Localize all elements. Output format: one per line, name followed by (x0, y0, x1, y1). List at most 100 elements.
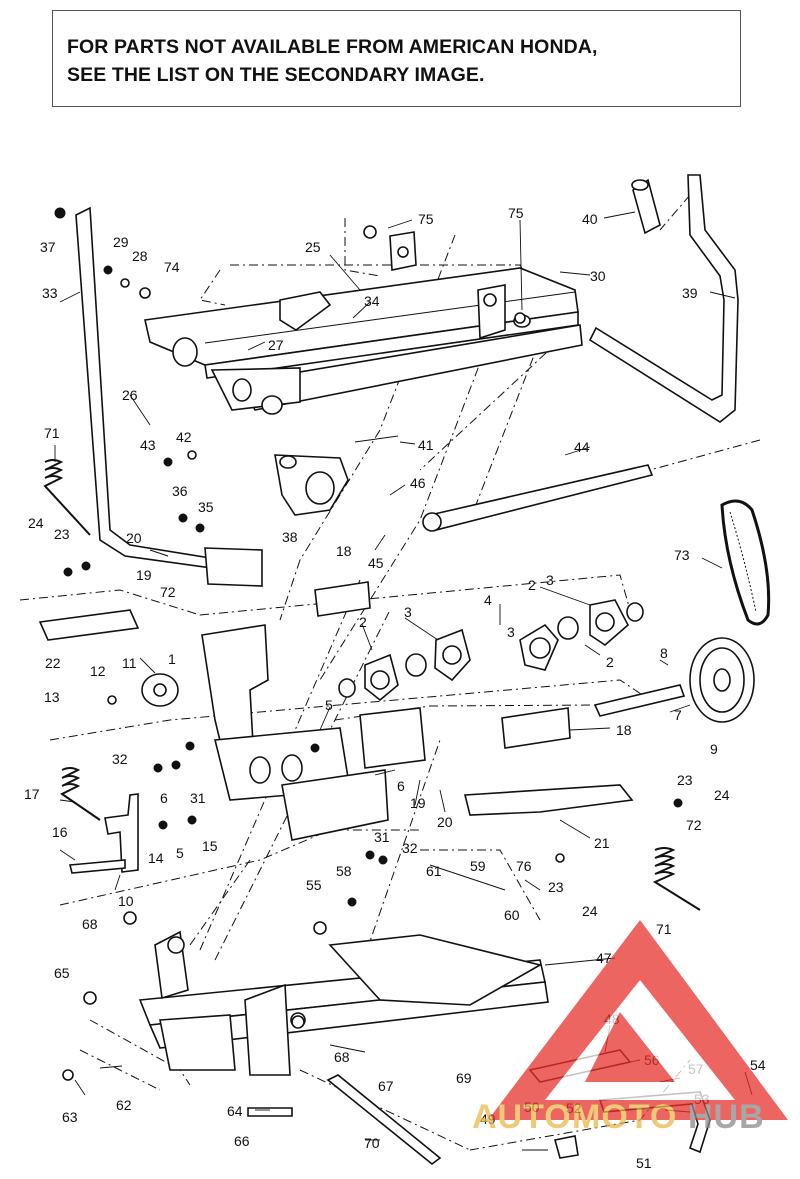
callout-74: 74 (164, 259, 180, 275)
callout-58: 58 (336, 863, 352, 879)
callout-51: 51 (636, 1155, 652, 1171)
leader-lines (54, 211, 736, 1141)
callout-25: 25 (305, 239, 321, 255)
callout-8: 8 (660, 645, 668, 661)
callout-9: 9 (710, 741, 718, 757)
part-3-bearing-housings (364, 599, 630, 702)
part-47-chassis (138, 930, 549, 1076)
callout-69: 69 (456, 1070, 472, 1086)
callout-63: 63 (62, 1109, 78, 1125)
callout-75: 75 (418, 211, 434, 227)
watermark-text-moto: MOTO (572, 1098, 677, 1136)
callout-64: 64 (227, 1103, 243, 1119)
callout-72: 72 (160, 584, 176, 600)
callout-27: 27 (268, 337, 284, 353)
hardware-items (54, 207, 753, 1151)
callout-59: 59 (470, 858, 486, 874)
callout-2: 2 (528, 577, 536, 593)
part-22-plate (38, 609, 140, 641)
part-40-grip (631, 178, 661, 235)
callout-46: 46 (410, 475, 426, 491)
callout-40: 40 (582, 211, 598, 227)
callout-3: 3 (404, 604, 412, 620)
part-2-spacers (338, 602, 644, 698)
callout-34: 34 (364, 293, 380, 309)
callout-66: 66 (234, 1133, 250, 1149)
callout-38: 38 (282, 529, 298, 545)
callout-13: 13 (44, 689, 60, 705)
part-21-arm (463, 784, 634, 816)
callout-24: 24 (28, 515, 44, 531)
part-44-shaft (422, 464, 654, 532)
callout-19: 19 (136, 567, 152, 583)
part-39-handle (588, 174, 739, 423)
callout-23: 23 (54, 526, 70, 542)
parts-notice-box: FOR PARTS NOT AVAILABLE FROM AMERICAN HO… (52, 10, 741, 107)
part-73-belt (720, 499, 771, 626)
callout-67: 67 (378, 1078, 394, 1094)
callout-47: 47 (596, 950, 612, 966)
callout-4: 4 (484, 592, 492, 608)
part-64-pin (247, 1107, 293, 1117)
callout-21: 21 (594, 835, 610, 851)
callout-10: 10 (118, 893, 134, 909)
callout-72: 72 (686, 817, 702, 833)
watermark-logo: AUTO MOTO HUB (472, 920, 788, 1136)
part-10-bracket (104, 793, 139, 873)
callout-6: 6 (397, 778, 405, 794)
callout-37: 37 (40, 239, 56, 255)
callout-24: 24 (582, 903, 598, 919)
callout-20: 20 (437, 814, 453, 830)
callout-42: 42 (176, 429, 192, 445)
callout-62: 62 (116, 1097, 132, 1113)
callout-31: 31 (374, 829, 390, 845)
callout-14: 14 (148, 850, 164, 866)
callout-75: 75 (508, 205, 524, 221)
callout-32: 32 (112, 751, 128, 767)
part-11-idler-pulley (141, 673, 179, 707)
callout-7: 7 (674, 707, 682, 723)
callout-23: 23 (677, 772, 693, 788)
callout-5: 5 (325, 697, 333, 713)
callout-23: 23 (548, 879, 564, 895)
callout-1: 1 (168, 651, 176, 667)
callout-61: 61 (426, 863, 442, 879)
callout-60: 60 (504, 907, 520, 923)
part-25-upper-frame (144, 231, 579, 379)
callout-2: 2 (606, 654, 614, 670)
callout-16: 16 (52, 824, 68, 840)
callout-71: 71 (656, 921, 672, 937)
callout-3: 3 (507, 624, 515, 640)
callout-68: 68 (334, 1049, 350, 1065)
callout-65: 65 (54, 965, 70, 981)
watermark-text-auto: AUTO (472, 1098, 572, 1136)
callout-70: 70 (364, 1135, 380, 1151)
callout-29: 29 (113, 234, 129, 250)
callout-43: 43 (140, 437, 156, 453)
callout-30: 30 (590, 268, 606, 284)
part-7-shaft (593, 684, 686, 717)
part-33-lever (75, 206, 263, 587)
callout-54: 54 (750, 1057, 766, 1073)
callout-11: 11 (122, 655, 137, 671)
callout-6: 6 (160, 790, 168, 806)
callout-28: 28 (132, 248, 148, 264)
callout-15: 15 (202, 838, 218, 854)
part-6-housing (213, 707, 426, 841)
callout-3: 3 (546, 572, 554, 588)
callout-55: 55 (306, 877, 322, 893)
part-9-pulley (689, 637, 755, 723)
callout-41: 41 (418, 437, 434, 453)
watermark-text-hub: HUB (688, 1098, 765, 1136)
part-18-plates (314, 581, 571, 749)
part-lower-frame-tube (210, 324, 583, 415)
callout-18: 18 (616, 722, 632, 738)
callout-2: 2 (359, 614, 367, 630)
callout-71: 71 (44, 425, 60, 441)
part-67-rod (326, 1074, 442, 1166)
callout-39: 39 (682, 285, 698, 301)
callout-73: 73 (674, 547, 690, 563)
callout-12: 12 (90, 663, 106, 679)
callout-19: 19 (410, 795, 426, 811)
